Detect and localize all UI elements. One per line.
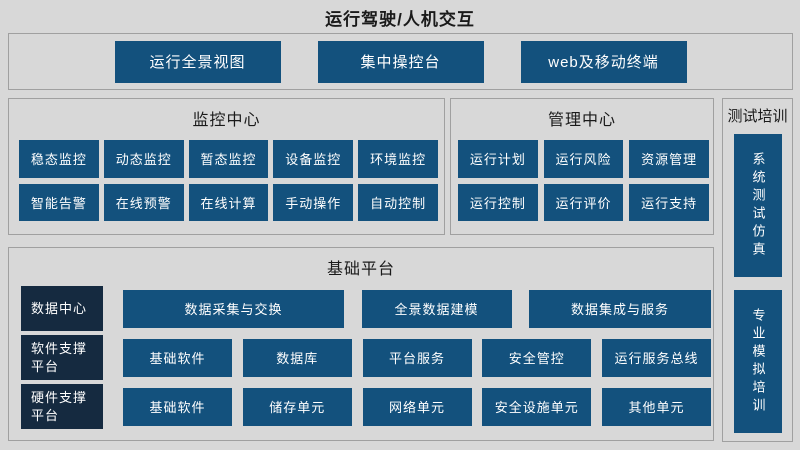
software-platform-label: 软件支撑平台 xyxy=(21,335,103,380)
resource-management-button[interactable]: 资源管理 xyxy=(629,140,709,178)
test-training-title: 测试培训 xyxy=(727,108,788,125)
page-title: 运行驾驶/人机交互 xyxy=(325,10,475,29)
base-platform-rows: 数据采集与交换 全景数据建模 数据集成与服务 基础软件 数据库 平台服务 安全管… xyxy=(123,286,711,429)
system-test-simulation-button[interactable]: 系统测试仿真 xyxy=(734,134,782,277)
online-calculation-button[interactable]: 在线计算 xyxy=(188,183,269,221)
database-button[interactable]: 数据库 xyxy=(242,338,352,377)
software-platform-row: 基础软件 数据库 平台服务 安全管控 运行服务总线 xyxy=(123,335,711,380)
environment-monitoring-button[interactable]: 环境监控 xyxy=(358,140,438,178)
management-grid: 运行计划 运行风险 资源管理 运行控制 运行评价 运行支持 xyxy=(458,140,709,221)
transient-monitoring-button[interactable]: 暂态监控 xyxy=(188,140,269,178)
monitoring-center-title: 监控中心 xyxy=(192,112,261,129)
basic-software-hw-button[interactable]: 基础软件 xyxy=(123,387,232,426)
storage-unit-button[interactable]: 储存单元 xyxy=(242,387,352,426)
management-center-panel: 管理中心 运行计划 运行风险 资源管理 运行控制 运行评价 运行支持 xyxy=(450,98,714,235)
monitoring-center-panel: 监控中心 稳态监控 动态监控 暂态监控 设备监控 环境监控 智能告警 在线预警 … xyxy=(8,98,445,235)
manual-operation-button[interactable]: 手动操作 xyxy=(273,183,354,221)
dynamic-monitoring-button[interactable]: 动态监控 xyxy=(103,140,184,178)
operation-risk-button[interactable]: 运行风险 xyxy=(543,140,624,178)
test-training-panel: 测试培训 系统测试仿真 专业模拟培训 xyxy=(722,98,793,442)
data-integration-service-button[interactable]: 数据集成与服务 xyxy=(529,289,711,328)
platform-service-button[interactable]: 平台服务 xyxy=(362,338,472,377)
hmi-panel: 运行全景视图 集中操控台 web及移动终端 xyxy=(8,33,793,90)
automatic-control-button[interactable]: 自动控制 xyxy=(358,183,438,221)
data-collection-exchange-button[interactable]: 数据采集与交换 xyxy=(123,289,344,328)
operation-control-button[interactable]: 运行控制 xyxy=(458,183,538,221)
hardware-platform-label: 硬件支撑平台 xyxy=(21,384,103,429)
management-center-title: 管理中心 xyxy=(547,112,616,129)
security-control-button[interactable]: 安全管控 xyxy=(482,338,592,377)
central-console-button[interactable]: 集中操控台 xyxy=(317,40,484,83)
operation-plan-button[interactable]: 运行计划 xyxy=(458,140,538,178)
base-platform-title: 基础平台 xyxy=(326,261,395,278)
operation-service-bus-button[interactable]: 运行服务总线 xyxy=(602,338,711,377)
web-mobile-terminal-button[interactable]: web及移动终端 xyxy=(520,40,687,83)
base-platform-panel: 基础平台 数据中心 软件支撑平台 硬件支撑平台 数据采集与交换 全景数据建模 数… xyxy=(8,247,714,441)
intelligent-alarm-button[interactable]: 智能告警 xyxy=(19,183,99,221)
panoramic-view-button[interactable]: 运行全景视图 xyxy=(114,40,281,83)
panoramic-data-modeling-button[interactable]: 全景数据建模 xyxy=(361,289,512,328)
steady-state-monitoring-button[interactable]: 稳态监控 xyxy=(19,140,99,178)
base-platform-row-headers: 数据中心 软件支撑平台 硬件支撑平台 xyxy=(21,286,103,429)
professional-simulation-training-button[interactable]: 专业模拟培训 xyxy=(734,290,782,433)
data-center-row: 数据采集与交换 全景数据建模 数据集成与服务 xyxy=(123,286,711,331)
data-center-label: 数据中心 xyxy=(21,286,103,331)
security-facility-unit-button[interactable]: 安全设施单元 xyxy=(482,387,592,426)
equipment-monitoring-button[interactable]: 设备监控 xyxy=(273,140,354,178)
hardware-platform-row: 基础软件 储存单元 网络单元 安全设施单元 其他单元 xyxy=(123,384,711,429)
network-unit-button[interactable]: 网络单元 xyxy=(362,387,472,426)
operation-support-button[interactable]: 运行支持 xyxy=(629,183,709,221)
other-unit-button[interactable]: 其他单元 xyxy=(602,387,711,426)
basic-software-button[interactable]: 基础软件 xyxy=(123,338,232,377)
monitoring-grid: 稳态监控 动态监控 暂态监控 设备监控 环境监控 智能告警 在线预警 在线计算 … xyxy=(19,140,438,221)
online-warning-button[interactable]: 在线预警 xyxy=(103,183,184,221)
operation-evaluation-button[interactable]: 运行评价 xyxy=(543,183,624,221)
